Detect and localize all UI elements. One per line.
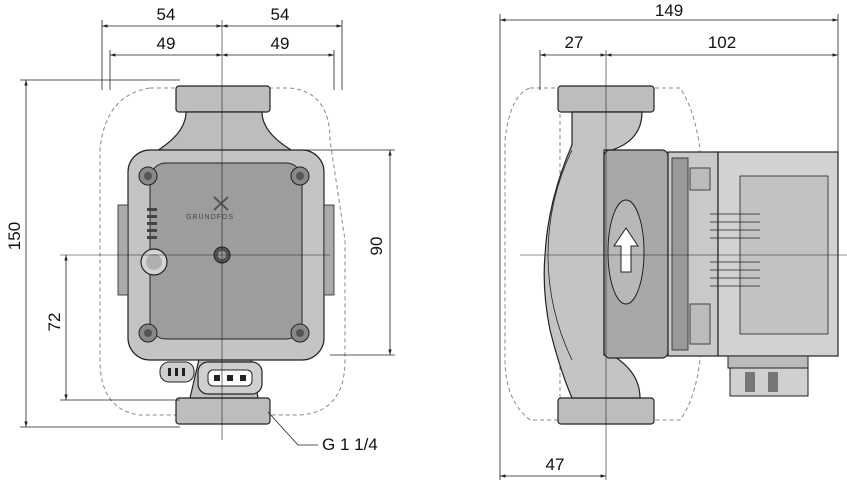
front-bottom-flange xyxy=(175,397,271,425)
front-dashed-envelope xyxy=(99,87,346,416)
front-right-clip xyxy=(323,204,335,296)
front-body-neck xyxy=(147,111,301,156)
dim-label-side-right: 102 xyxy=(708,33,736,52)
signal-connector xyxy=(159,361,195,383)
front-view: GRUNDFOS xyxy=(5,5,395,454)
thread-leader-line xyxy=(267,411,318,446)
side-dashed-envelope xyxy=(504,87,561,421)
dim-label-side-total: 149 xyxy=(655,1,683,20)
dim-label-top-left-outer: 54 xyxy=(157,5,176,24)
dim-label-left-total: 150 xyxy=(5,222,24,250)
thread-label: G 1 1/4 xyxy=(322,435,378,454)
side-dashed-envelope-right xyxy=(655,87,701,421)
dim-label-side-left: 27 xyxy=(565,33,584,52)
side-view: 149 27 102 47 xyxy=(499,1,847,480)
side-connector xyxy=(727,355,809,397)
dim-label-right: 90 xyxy=(367,237,386,256)
dim-label-top-right-inner: 49 xyxy=(271,34,290,53)
front-left-clip xyxy=(117,204,129,296)
dim-label-top-left-inner: 49 xyxy=(157,34,176,53)
dim-label-left-lower: 72 xyxy=(45,313,64,332)
brand-logo-text: GRUNDFOS xyxy=(186,214,234,221)
brand-logo: GRUNDFOS xyxy=(186,196,234,221)
side-cooling-fins xyxy=(710,213,760,287)
power-connector xyxy=(197,361,263,395)
front-top-flange xyxy=(175,85,271,113)
dim-label-side-bottom: 47 xyxy=(546,455,565,474)
indicator-leds xyxy=(147,208,157,239)
front-corner-screws xyxy=(138,166,310,343)
dim-label-top-right-outer: 54 xyxy=(271,5,290,24)
flow-direction-arrow-icon xyxy=(613,227,639,273)
selector-knob xyxy=(140,248,168,276)
